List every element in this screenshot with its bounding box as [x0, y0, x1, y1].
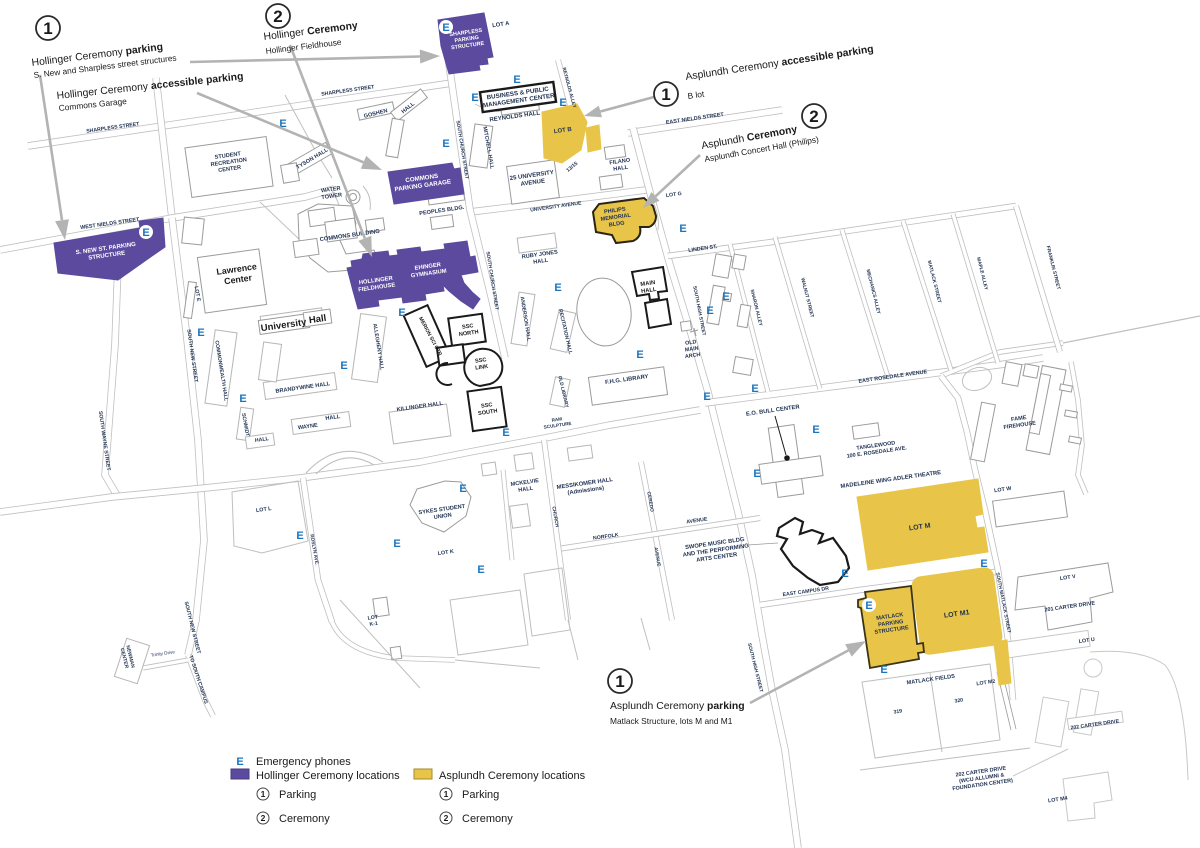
- svg-text:SCHMIDT: SCHMIDT: [240, 413, 250, 438]
- svg-text:FAMEFIREHOUSE: FAMEFIREHOUSE: [1002, 414, 1036, 431]
- svg-text:E: E: [459, 483, 466, 495]
- svg-text:OLDMAINARCH: OLDMAINARCH: [683, 339, 701, 360]
- svg-text:E: E: [812, 424, 819, 436]
- svg-text:E: E: [340, 360, 347, 372]
- svg-text:E: E: [236, 756, 243, 768]
- svg-text:B lot: B lot: [687, 89, 706, 101]
- svg-text:2: 2: [273, 7, 282, 26]
- svg-text:AVENUE: AVENUE: [652, 547, 661, 568]
- svg-text:E: E: [513, 74, 520, 86]
- svg-text:AVENUE: AVENUE: [686, 516, 708, 525]
- svg-text:LINDEN ST.: LINDEN ST.: [688, 244, 718, 254]
- svg-text:LOT G: LOT G: [666, 191, 683, 199]
- svg-text:Hollinger Ceremony locations: Hollinger Ceremony locations: [256, 770, 400, 782]
- svg-text:LOT V: LOT V: [1060, 574, 1077, 582]
- svg-text:HALL: HALL: [325, 414, 341, 422]
- svg-text:ROSLYN AVE.: ROSLYN AVE.: [308, 534, 319, 566]
- svg-text:E: E: [679, 223, 686, 235]
- svg-text:LOT W: LOT W: [994, 486, 1013, 494]
- svg-text:E: E: [442, 22, 449, 34]
- svg-text:RUBY JONESHALL: RUBY JONESHALL: [521, 249, 559, 267]
- svg-text:Asplundh Ceremony parking: Asplundh Ceremony parking: [610, 701, 745, 712]
- svg-text:MATLACKPARKINGSTRUCTURE: MATLACKPARKINGSTRUCTURE: [872, 612, 909, 636]
- svg-text:STUDENTRECREATIONCENTER: STUDENTRECREATIONCENTER: [209, 150, 248, 174]
- svg-text:E: E: [841, 568, 848, 580]
- svg-text:E: E: [722, 291, 729, 303]
- svg-text:LOT E: LOT E: [193, 286, 202, 303]
- svg-text:Matlack Structure, lots M and: Matlack Structure, lots M and M1: [610, 716, 733, 726]
- svg-text:LOT K: LOT K: [437, 549, 454, 557]
- svg-text:FILANOHALL: FILANOHALL: [609, 158, 632, 174]
- svg-text:LOT M2: LOT M2: [976, 679, 996, 688]
- svg-text:Parking: Parking: [279, 789, 316, 801]
- svg-text:E: E: [880, 664, 887, 676]
- svg-text:LOT B: LOT B: [554, 127, 573, 136]
- svg-text:RAMSCULPTURE: RAMSCULPTURE: [543, 415, 572, 430]
- svg-text:GOSHEN: GOSHEN: [363, 108, 388, 120]
- svg-text:E: E: [502, 427, 509, 439]
- svg-text:LawrenceCenter: LawrenceCenter: [216, 261, 259, 287]
- svg-text:HALL: HALL: [255, 436, 270, 444]
- svg-text:E: E: [554, 282, 561, 294]
- svg-text:E: E: [865, 600, 872, 612]
- svg-text:LOT U: LOT U: [1078, 637, 1095, 645]
- svg-text:320: 320: [954, 697, 964, 704]
- svg-text:2: 2: [261, 813, 266, 823]
- svg-text:LOT M4: LOT M4: [1048, 796, 1068, 805]
- svg-text:E: E: [142, 227, 149, 239]
- svg-text:E: E: [559, 97, 566, 109]
- svg-text:E: E: [239, 393, 246, 405]
- svg-text:1: 1: [661, 85, 670, 104]
- svg-text:319: 319: [893, 708, 903, 715]
- svg-text:SHARPLESSPARKINGSTRUCTURE: SHARPLESSPARKINGSTRUCTURE: [449, 28, 485, 52]
- svg-text:HOLLINGERFIELDHOUSE: HOLLINGERFIELDHOUSE: [357, 275, 396, 293]
- svg-text:E: E: [477, 564, 484, 576]
- svg-text:E: E: [296, 530, 303, 542]
- svg-text:Ceremony: Ceremony: [279, 813, 330, 825]
- svg-text:MCKELVIEHALL: MCKELVIEHALL: [510, 478, 540, 495]
- svg-text:MAINHALL: MAINHALL: [640, 280, 658, 295]
- svg-text:1: 1: [444, 789, 449, 799]
- svg-text:E: E: [753, 468, 760, 480]
- svg-text:NORFOLK: NORFOLK: [593, 532, 619, 542]
- svg-text:CHURCH: CHURCH: [550, 506, 560, 528]
- svg-text:E: E: [751, 383, 758, 395]
- svg-text:LOT M: LOT M: [909, 523, 932, 533]
- svg-text:Trinity Drive: Trinity Drive: [150, 649, 175, 657]
- svg-text:Parking: Parking: [462, 789, 499, 801]
- svg-text:E: E: [398, 307, 405, 319]
- svg-text:SSCLINK: SSCLINK: [474, 357, 489, 371]
- svg-text:2: 2: [809, 107, 818, 126]
- svg-text:LOTK-1: LOTK-1: [367, 614, 380, 628]
- svg-text:WATERTOWER: WATERTOWER: [320, 186, 342, 202]
- svg-text:LOT A: LOT A: [492, 21, 511, 29]
- svg-text:E: E: [636, 349, 643, 361]
- svg-text:E: E: [197, 327, 204, 339]
- svg-text:SSCNORTH: SSCNORTH: [458, 323, 479, 338]
- svg-text:SSCSOUTH: SSCSOUTH: [477, 402, 498, 417]
- svg-text:Emergency phones: Emergency phones: [256, 756, 351, 768]
- svg-text:2: 2: [444, 813, 449, 823]
- svg-text:Ceremony: Ceremony: [462, 813, 513, 825]
- svg-text:LOT L: LOT L: [256, 506, 273, 514]
- svg-text:E: E: [980, 558, 987, 570]
- svg-text:1: 1: [261, 789, 266, 799]
- svg-text:WAYNE: WAYNE: [298, 423, 319, 432]
- svg-text:E: E: [706, 305, 713, 317]
- svg-text:E: E: [471, 92, 478, 104]
- svg-text:E: E: [442, 138, 449, 150]
- svg-text:LOT M1: LOT M1: [944, 609, 970, 620]
- svg-text:E: E: [703, 391, 710, 403]
- svg-text:1: 1: [615, 672, 624, 691]
- svg-text:NEWMANCENTER: NEWMANCENTER: [118, 645, 136, 671]
- svg-text:EHINGERGYMNASIUM: EHINGERGYMNASIUM: [410, 262, 448, 280]
- svg-text:PHILIPSMEMORIALBLDG: PHILIPSMEMORIALBLDG: [599, 206, 632, 230]
- svg-text:E: E: [393, 538, 400, 550]
- svg-text:CEREDO: CEREDO: [645, 491, 655, 513]
- svg-text:E: E: [279, 118, 286, 130]
- svg-text:1: 1: [43, 19, 52, 38]
- svg-text:Hall: Hall: [308, 313, 327, 326]
- svg-text:Asplundh Ceremony locations: Asplundh Ceremony locations: [439, 770, 586, 782]
